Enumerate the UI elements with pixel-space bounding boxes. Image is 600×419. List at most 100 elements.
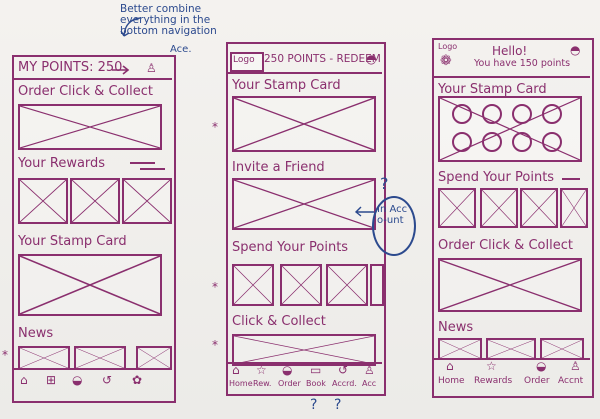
nav-label-order[interactable]: Order — [524, 376, 550, 386]
swipe-indicator — [140, 168, 165, 170]
screen1-stamp-label: Your Stamp Card — [18, 234, 127, 249]
stamp-slot — [452, 132, 472, 152]
news-card[interactable] — [18, 346, 70, 370]
stamp-slot — [512, 132, 532, 152]
arrow-icon — [120, 17, 141, 37]
refresh-icon[interactable]: ↺ — [338, 363, 349, 377]
logo-icon: ❁ — [440, 53, 452, 69]
nav-label-home[interactable]: Home — [229, 379, 253, 388]
screen-3 — [432, 38, 594, 398]
nav-divider — [434, 358, 590, 360]
screen2-invite-card[interactable] — [232, 178, 376, 230]
star-mark: * — [212, 120, 218, 134]
star-mark: * — [212, 280, 218, 294]
screen1-header: MY POINTS: 250 — [18, 60, 123, 75]
stamp-slot — [452, 104, 472, 124]
screen3-logo: Logo — [438, 42, 458, 51]
spend-card[interactable] — [232, 264, 274, 306]
person-icon[interactable]: ♙ — [146, 61, 157, 75]
screen-1 — [12, 55, 176, 403]
nav-divider — [228, 362, 382, 364]
gift-icon[interactable]: ⊞ — [46, 373, 57, 387]
bag-icon[interactable]: ◒ — [536, 359, 547, 373]
question-mark: ? — [334, 397, 342, 413]
screen3-points: You have 150 points — [474, 58, 571, 69]
screen2-invite-label: Invite a Friend — [232, 160, 325, 175]
screen3-spend-label: Spend Your Points — [438, 170, 555, 185]
news-card[interactable] — [136, 346, 172, 370]
home-icon[interactable]: ⌂ — [446, 359, 454, 373]
screen2-collect-label: Click & Collect — [232, 314, 326, 329]
stamp-slot — [482, 132, 502, 152]
nav-label-order[interactable]: Order — [278, 379, 301, 388]
screen3-stamp-label: Your Stamp Card — [438, 82, 547, 97]
spend-card[interactable] — [326, 264, 368, 306]
question-mark: ? — [380, 174, 389, 193]
stamp-slot — [482, 104, 502, 124]
top-note-text: Better combine everything in the bottom … — [120, 3, 217, 38]
screen2-spend-label: Spend Your Points — [232, 240, 349, 255]
swipe-indicator — [562, 178, 580, 180]
home-icon[interactable]: ⌂ — [20, 373, 28, 387]
news-card[interactable] — [540, 338, 584, 360]
screen1-order-label: Order Click & Collect — [18, 84, 153, 99]
screen2-header[interactable]: 250 POINTS - REDEEM — [264, 53, 381, 65]
stamp-slot — [512, 104, 532, 124]
stamp-slot — [542, 104, 562, 124]
star-icon[interactable]: ☆ — [256, 363, 267, 377]
screen2-stamp-label: Your Stamp Card — [232, 78, 341, 93]
screen3-order-label: Order Click & Collect — [438, 238, 573, 253]
cup-icon: ◓ — [366, 52, 377, 66]
nav-label-account[interactable]: Accnt — [558, 376, 584, 386]
screen3-order-card[interactable] — [438, 258, 582, 312]
nav-label-rewards[interactable]: Rewards — [474, 376, 513, 386]
home-icon[interactable]: ⌂ — [232, 363, 240, 377]
divider — [14, 78, 172, 80]
person-icon[interactable]: ♙ — [364, 363, 375, 377]
news-card[interactable] — [438, 338, 482, 360]
nav-divider — [14, 368, 172, 370]
person-icon[interactable]: ♙ — [570, 359, 581, 373]
reward-card[interactable] — [70, 178, 120, 224]
top-note: Better combine everything in the bottom … — [120, 3, 240, 38]
cup-icon[interactable]: ◒ — [282, 363, 293, 377]
calendar-icon[interactable]: ▭ — [310, 363, 322, 377]
divider — [228, 72, 382, 74]
screen3-hello: Hello! — [492, 44, 528, 58]
spend-card[interactable] — [280, 264, 322, 306]
spend-card[interactable] — [438, 188, 476, 228]
nav-label-home[interactable]: Home — [438, 376, 465, 386]
spend-card[interactable] — [480, 188, 518, 228]
account-note-circle — [372, 196, 416, 256]
nav-label-rewards[interactable]: Rew. — [253, 379, 272, 388]
news-card[interactable] — [74, 346, 126, 370]
arrow-left-icon — [354, 206, 374, 217]
reward-card[interactable] — [122, 178, 172, 224]
nav-label-acc[interactable]: Acc — [362, 379, 377, 388]
star-mark: * — [2, 348, 8, 362]
top-note-author: Ace. — [170, 44, 192, 55]
spend-card[interactable] — [520, 188, 558, 228]
screen2-collect-card[interactable] — [232, 334, 376, 366]
divider — [434, 76, 590, 78]
account-note: In Acco-unt — [377, 204, 408, 226]
screen2-stamp-card[interactable] — [232, 96, 376, 152]
reward-card[interactable] — [18, 178, 68, 224]
spend-card[interactable] — [560, 188, 588, 228]
nav-label-accrd[interactable]: Accrd. — [332, 379, 357, 388]
logo-box — [230, 52, 264, 72]
star-icon[interactable]: ☆ — [486, 359, 497, 373]
cup-icon[interactable]: ◒ — [72, 373, 83, 387]
refresh-icon[interactable]: ↺ — [102, 373, 113, 387]
screen1-stamp-card[interactable] — [18, 254, 162, 316]
screen2-logo: Logo — [233, 55, 255, 65]
nav-label-book[interactable]: Book — [306, 379, 326, 388]
star-mark: * — [212, 338, 218, 352]
swipe-indicator — [130, 162, 155, 164]
screen1-rewards-label: Your Rewards — [18, 156, 106, 171]
spend-card[interactable] — [370, 264, 384, 306]
flower-icon[interactable]: ✿ — [132, 373, 143, 387]
news-card[interactable] — [486, 338, 536, 360]
screen1-order-image[interactable] — [18, 104, 162, 150]
